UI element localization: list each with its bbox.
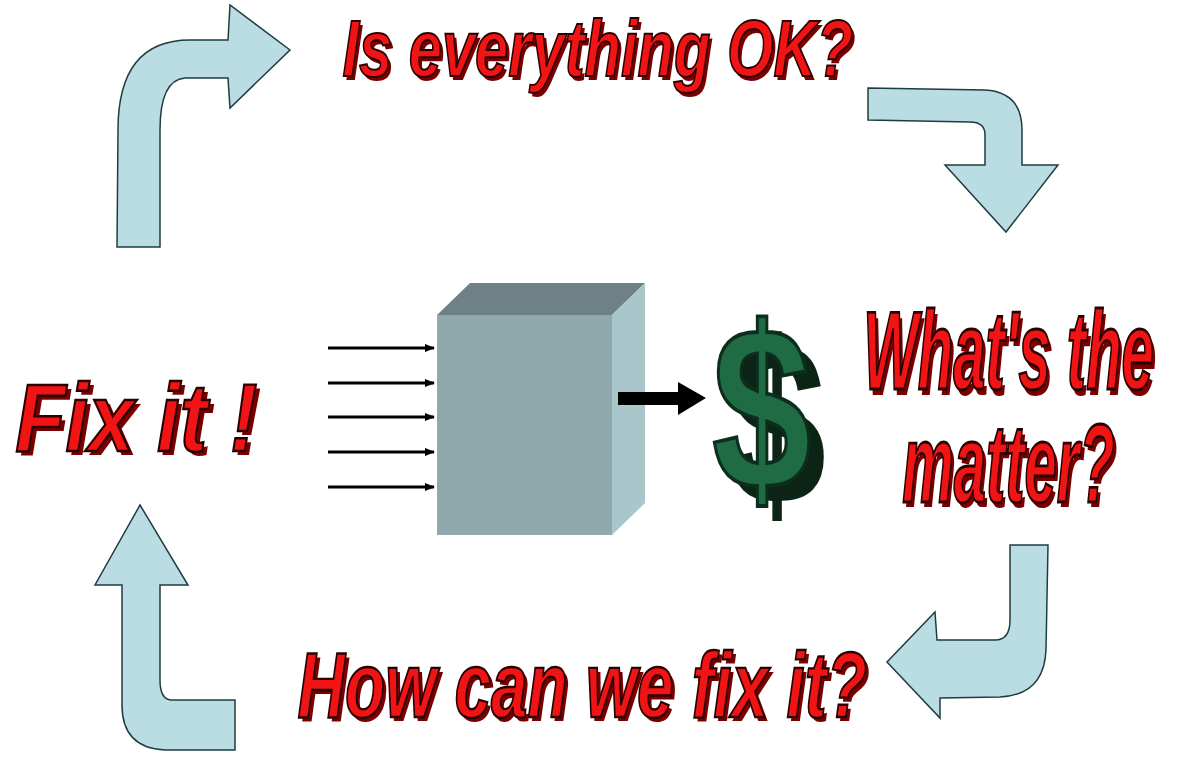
- cycle-step-text: What's the matter?: [842, 296, 1180, 525]
- output-arrow: [618, 382, 706, 415]
- cycle-arrow: [95, 505, 235, 750]
- dollar-sign: $: [705, 295, 833, 537]
- cycle-step-text: How can we fix it?: [295, 640, 875, 736]
- cycle-arrow: [868, 88, 1058, 232]
- cycle-step-text: Is everything OK?: [340, 10, 860, 93]
- cycle-arrow: [117, 5, 290, 247]
- process-box: [437, 283, 645, 535]
- cycle-step-text: Fix it !: [12, 370, 267, 471]
- cycle-arrow: [887, 545, 1048, 718]
- input-arrows: [328, 348, 434, 487]
